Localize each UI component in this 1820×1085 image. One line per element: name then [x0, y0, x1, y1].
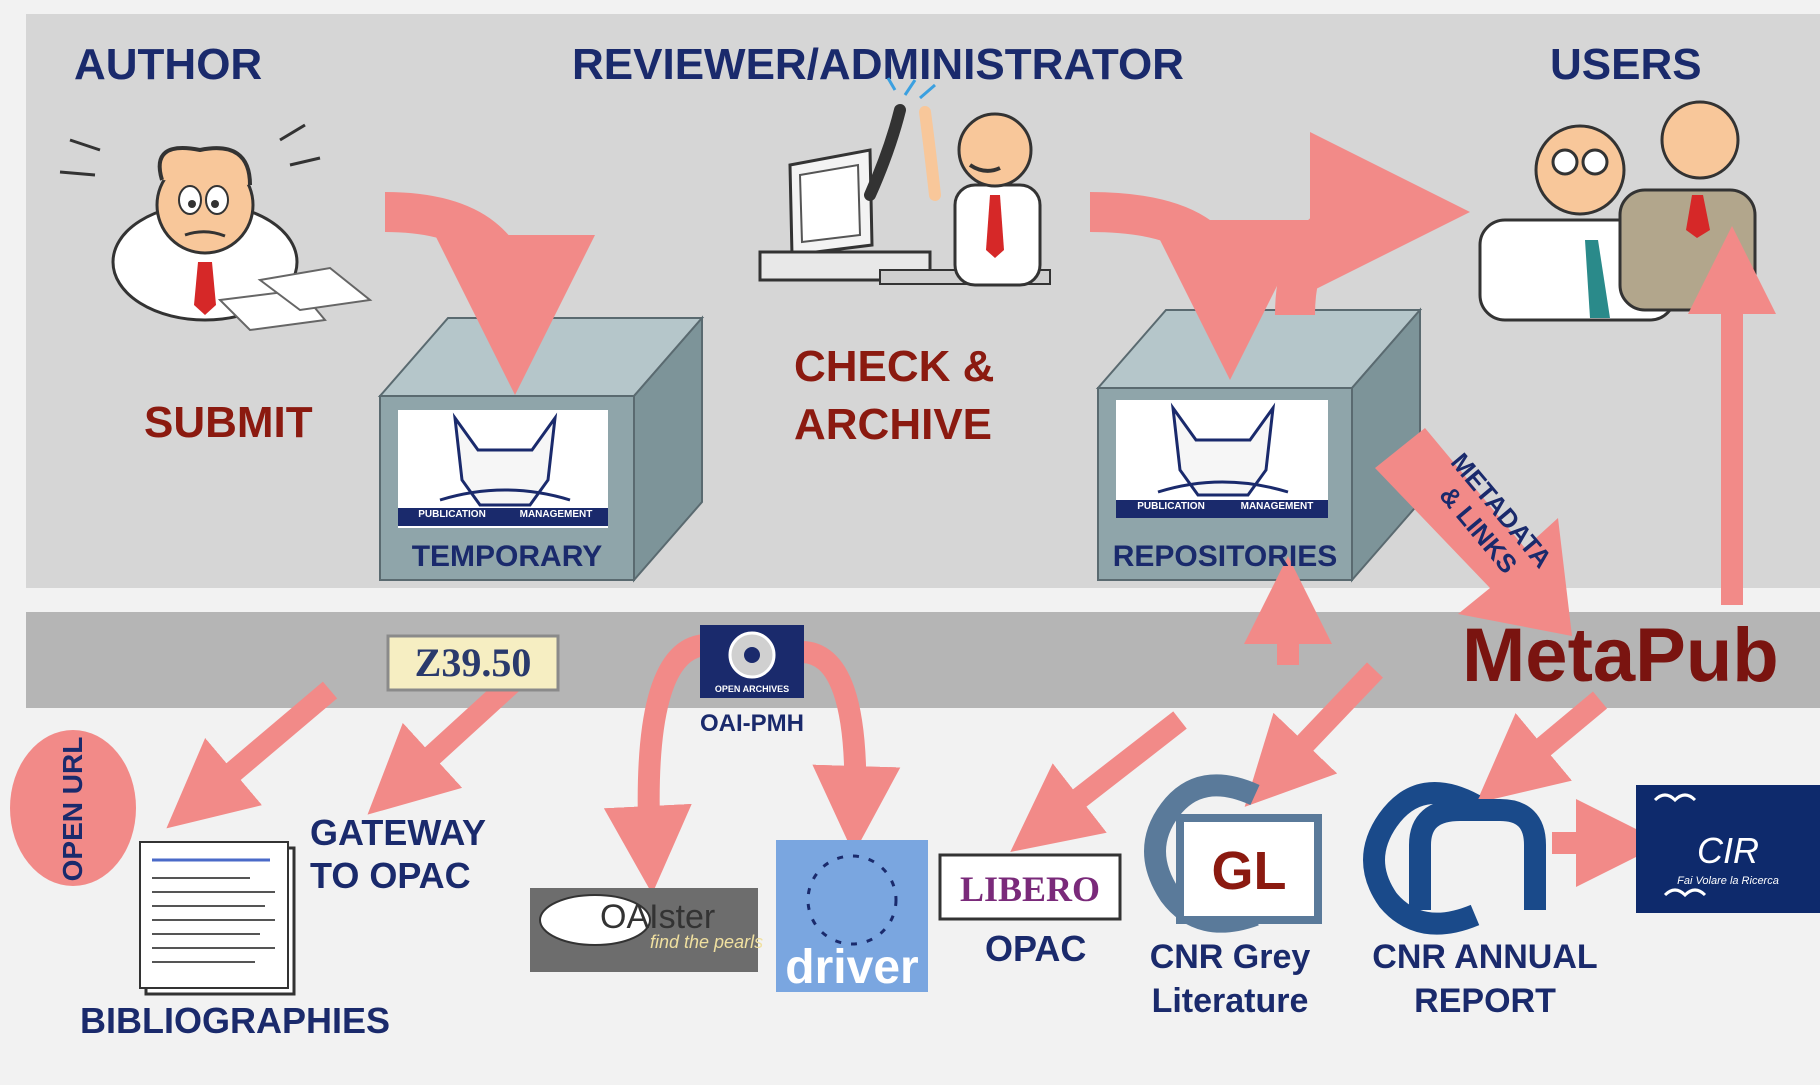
logo-text-left: PUBLICATION: [1137, 501, 1205, 512]
oai-badge-label: OPEN ARCHIVES: [714, 684, 790, 694]
cir-tagline: Fai Volare la Ricerca: [1677, 875, 1779, 887]
z3950-label: Z39.50: [414, 640, 532, 685]
opac-label: OPAC: [985, 928, 1087, 969]
open-url-label: OPEN URL: [57, 736, 88, 882]
cnr-annual-label-line1: CNR ANNUAL: [1372, 938, 1598, 976]
to-cnr-grey-arrow: [1244, 662, 1383, 807]
logo-text-right: MANAGEMENT: [1240, 501, 1314, 512]
cnr-logo: [1363, 782, 1546, 935]
reviewer-computer-illustration: [758, 77, 1051, 287]
cnr-annual-label-line2: REPORT: [1414, 982, 1556, 1020]
check-label: CHECK &: [794, 342, 995, 391]
oai-pmh-label: OAI-PMH: [700, 710, 804, 737]
worried-author-illustration: [59, 123, 373, 332]
driver-logo: [776, 840, 928, 992]
z3950-badge: [386, 634, 560, 692]
to-oaister-arrow: [603, 634, 707, 894]
open-url-badge: [10, 730, 136, 886]
bibliographies-label: BIBLIOGRAPHIES: [80, 1000, 391, 1041]
submit-arrow: [384, 192, 595, 395]
users-illustration: [1478, 100, 1757, 322]
gateway-label-line1: GATEWAY: [310, 812, 487, 853]
seagull-icon: [1653, 793, 1697, 803]
to-driver-arrow: [799, 641, 901, 854]
publish-to-users-arrow: [1275, 132, 1470, 316]
oaister-name: OAIster: [600, 898, 716, 936]
logo-text-left: PUBLICATION: [418, 509, 486, 520]
cnr-grey-label-line1: CNR Grey: [1149, 938, 1311, 976]
to-opac-arrow: [1010, 711, 1187, 853]
flow-arrows: [384, 132, 1470, 395]
logo-text-right: MANAGEMENT: [519, 509, 593, 520]
metadata-links-arrow: [1375, 428, 1572, 636]
seagull-icon: [1663, 888, 1707, 898]
to-gateway-arrow: [367, 671, 523, 815]
to-bibliographies-arrow: [166, 681, 338, 829]
header-author: AUTHOR: [74, 40, 263, 89]
gl-logo: [1144, 774, 1322, 933]
cnr-grey-label-line2: Literature: [1151, 982, 1309, 1020]
header-reviewer: REVIEWER/ADMINISTRATOR: [572, 40, 1184, 89]
gateway-label-line2: TO OPAC: [310, 855, 471, 896]
repositories-label: REPOSITORIES: [1112, 540, 1338, 573]
driver-label: driver: [785, 941, 919, 994]
libero-label: LIBERO: [959, 869, 1101, 909]
distribution-arrows: [166, 226, 1776, 894]
header-users: USERS: [1550, 40, 1702, 89]
oaister-tagline: find the pearls: [650, 932, 764, 952]
bibliographies-document: [139, 841, 296, 996]
to-cnr-annual-arrow: [1476, 691, 1608, 804]
gl-mark: GL: [1211, 841, 1287, 901]
temporary-label: TEMPORARY: [411, 540, 603, 573]
archive-arrow: [1089, 192, 1310, 380]
metapub-label: MetaPub: [1462, 613, 1779, 698]
cir-mark: CIR: [1697, 830, 1759, 871]
archive-label: ARCHIVE: [794, 400, 993, 449]
submit-label: SUBMIT: [144, 398, 313, 447]
libero-logo: [938, 853, 1122, 921]
